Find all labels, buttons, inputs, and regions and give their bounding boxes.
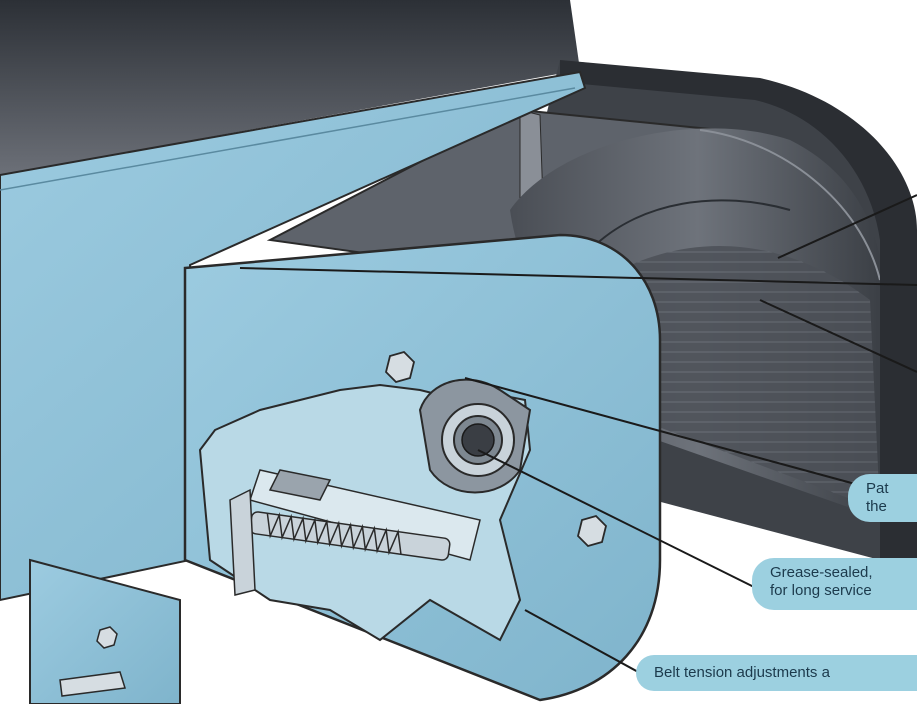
callout-bearings: Grease-sealed, for long service: [752, 558, 917, 610]
callout-tension: Belt tension adjustments a: [636, 655, 917, 691]
leader-lines: [239, 194, 917, 674]
roller-grooves: [620, 246, 880, 510]
leg-clamp: [59, 671, 126, 697]
callout-pulley: Pat the: [848, 474, 917, 522]
leader-2: [239, 267, 917, 286]
drive-shaft: [461, 423, 495, 457]
callout-tension-line-1: Belt tension adjustments a: [654, 664, 830, 681]
callout-pulley-line-2: the: [866, 498, 887, 515]
callout-pulley-line-1: Pat: [866, 480, 889, 497]
leader-3: [759, 299, 917, 373]
bolt-top: [385, 350, 415, 384]
leader-1: [777, 194, 917, 259]
leg-bolt: [96, 626, 118, 649]
tension-spring: [249, 511, 451, 561]
callout-bearings-line-1: Grease-sealed,: [770, 564, 873, 581]
tension-bracket: [229, 488, 256, 596]
side-frame-panel: [0, 70, 587, 602]
leader-6: [524, 609, 641, 674]
bolt-bottom: [577, 514, 607, 548]
leader-4: [464, 377, 871, 489]
belt-surface: [0, 0, 580, 175]
belt-edge: [560, 60, 917, 600]
callout-bearings-line-2: for long service: [770, 582, 872, 599]
leader-5: [477, 449, 761, 591]
